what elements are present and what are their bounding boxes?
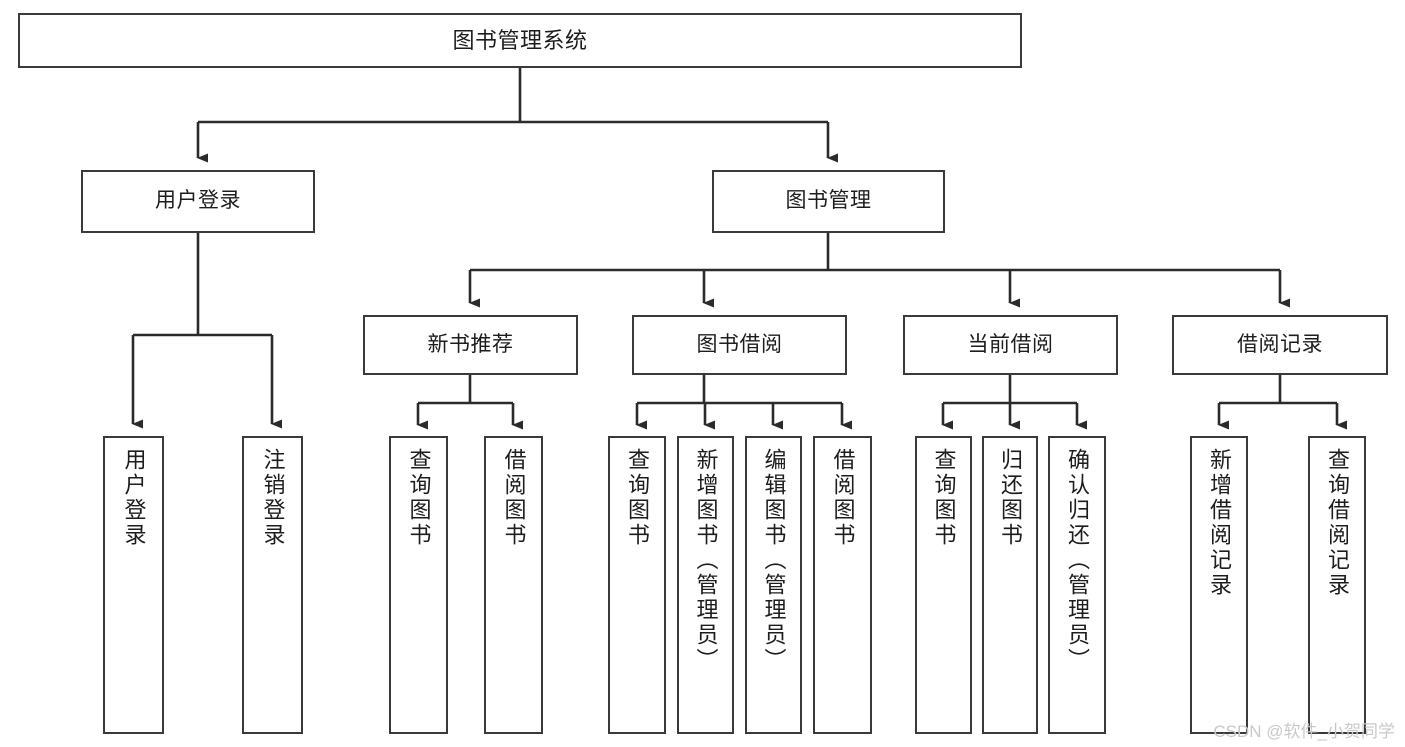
leaf-current-borrow-query[interactable]: 查询图书	[915, 436, 972, 734]
node-current-borrow[interactable]: 当前借阅	[903, 315, 1118, 375]
node-user-login[interactable]: 用户登录	[81, 170, 315, 233]
leaf-book-borrow-query[interactable]: 查询图书	[608, 436, 666, 734]
node-label: 借阅图书	[501, 448, 527, 548]
node-label: 图书借阅	[696, 332, 783, 356]
node-label: 图书管理	[785, 189, 872, 213]
node-label: 用户登录	[155, 189, 241, 213]
node-label: 借阅图书	[830, 448, 856, 548]
node-label: 新书推荐	[427, 332, 514, 356]
node-label: 查询图书	[406, 448, 432, 548]
leaf-current-borrow-confirm-return[interactable]: 确认归还（管理员）	[1048, 436, 1106, 734]
leaf-book-borrow-edit[interactable]: 编辑图书（管理员）	[745, 436, 802, 734]
node-label: 新增图书（管理员）	[693, 448, 719, 673]
node-label: 查询借阅记录	[1325, 448, 1350, 598]
node-label: 当前借阅	[967, 332, 1054, 356]
leaf-user-login-logout[interactable]: 注销登录	[242, 436, 303, 734]
node-label: 借阅记录	[1237, 332, 1323, 356]
node-book-management[interactable]: 图书管理	[712, 170, 945, 233]
node-label: 图书管理系统	[452, 27, 588, 53]
node-borrow-record[interactable]: 借阅记录	[1172, 315, 1388, 375]
leaf-book-borrow-borrow[interactable]: 借阅图书	[813, 436, 872, 734]
node-root-system[interactable]: 图书管理系统	[18, 13, 1022, 68]
leaf-current-borrow-return[interactable]: 归还图书	[982, 436, 1038, 734]
node-new-book-recommend[interactable]: 新书推荐	[363, 315, 578, 375]
node-book-borrow[interactable]: 图书借阅	[632, 315, 847, 375]
node-label: 注销登录	[260, 448, 286, 548]
leaf-borrow-record-query[interactable]: 查询借阅记录	[1308, 436, 1366, 734]
node-label: 确认归还（管理员）	[1065, 448, 1090, 673]
node-label: 归还图书	[998, 448, 1023, 548]
node-label: 查询图书	[931, 448, 957, 548]
node-label: 查询图书	[625, 448, 650, 548]
node-label: 新增借阅记录	[1207, 448, 1232, 598]
node-label: 编辑图书（管理员）	[761, 448, 787, 673]
leaf-borrow-record-add[interactable]: 新增借阅记录	[1190, 436, 1248, 734]
node-label: 用户登录	[121, 448, 147, 548]
leaf-new-book-query[interactable]: 查询图书	[389, 436, 448, 734]
leaf-new-book-borrow[interactable]: 借阅图书	[484, 436, 543, 734]
leaf-user-login-login[interactable]: 用户登录	[103, 436, 164, 734]
leaf-book-borrow-add[interactable]: 新增图书（管理员）	[677, 436, 734, 734]
